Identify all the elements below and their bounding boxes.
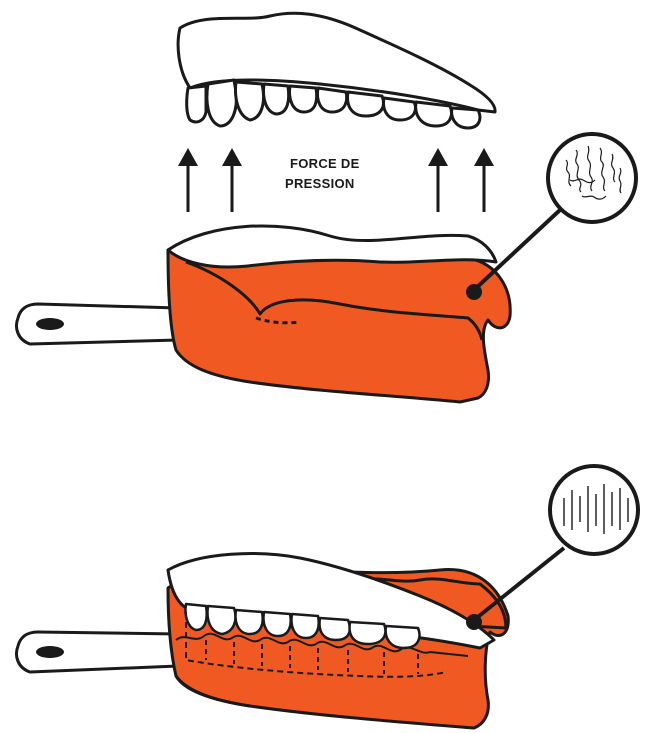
impression-tray-bottom bbox=[168, 554, 508, 728]
upper-denture bbox=[178, 13, 495, 128]
force-label-line2: PRESSION bbox=[285, 176, 355, 191]
force-label-line1: FORCE DE bbox=[290, 156, 360, 171]
zoom-callout-top bbox=[466, 134, 636, 300]
arrow-up-icon bbox=[222, 148, 242, 212]
arrow-up-icon bbox=[474, 148, 494, 212]
arrow-up-icon bbox=[178, 148, 198, 212]
impression-tray-top bbox=[168, 226, 510, 402]
tray-handle-bottom bbox=[17, 632, 179, 672]
zoom-callout-bottom bbox=[466, 466, 638, 630]
tray-handle-top bbox=[17, 304, 179, 344]
arrow-up-icon bbox=[428, 148, 448, 212]
